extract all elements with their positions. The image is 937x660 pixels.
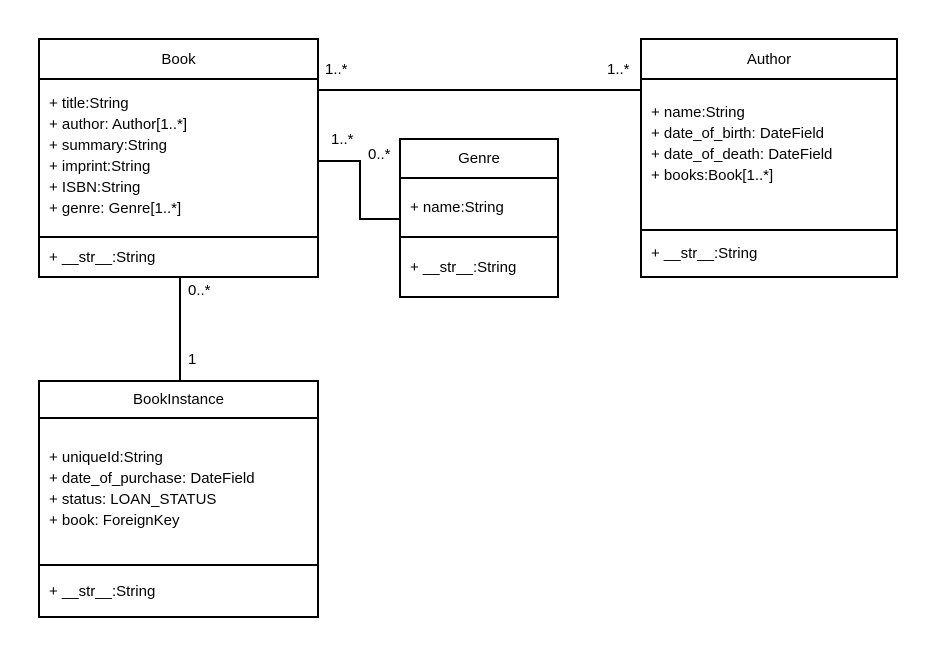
class-title-author: Author: [642, 40, 896, 80]
multiplicity-book-genre-genre-end: 0..*: [368, 146, 391, 163]
edge-book-author: [319, 89, 640, 91]
class-member: + __str__:String: [651, 245, 758, 262]
class-title-book: Book: [40, 40, 317, 80]
class-title-genre: Genre: [401, 140, 557, 179]
class-member: + summary:String: [49, 137, 167, 154]
edge-book-genre-segment-3: [359, 218, 399, 220]
class-member: + name:String: [410, 199, 504, 216]
class-methods-bookinstance: + __str__:String: [40, 564, 317, 616]
class-member: + __str__:String: [410, 258, 517, 276]
edge-book-genre-segment-1: [319, 160, 361, 162]
class-member: + author: Author[1..*]: [49, 116, 188, 133]
class-methods-author: + __str__:String: [642, 229, 896, 276]
edge-book-bookinstance: [179, 276, 181, 380]
class-member: + imprint:String: [49, 158, 151, 175]
class-member: + __str__:String: [49, 248, 156, 266]
class-member: + uniqueId:String: [49, 449, 163, 466]
class-member: + date_of_death: DateField: [651, 146, 833, 163]
multiplicity-book-author-book-end: 1..*: [325, 61, 348, 78]
class-member: + name:String: [651, 104, 745, 121]
class-member: + date_of_purchase: DateField: [49, 470, 255, 487]
multiplicity-book-bookinstance-instance-end: 1: [188, 351, 197, 368]
class-methods-genre: + __str__:String: [401, 236, 557, 296]
class-member: + status: LOAN_STATUS: [49, 491, 217, 508]
class-member: + __str__:String: [49, 582, 156, 600]
class-member: + genre: Genre[1..*]: [49, 200, 182, 217]
class-member: + ISBN:String: [49, 179, 141, 196]
class-attributes-author: + name:String + date_of_birth: DateField +…: [642, 80, 896, 229]
multiplicity-book-author-author-end: 1..*: [607, 61, 630, 78]
edge-book-genre-segment-2: [359, 160, 361, 220]
class-attributes-book: + title:String + author: Author[1..*] + su…: [40, 80, 317, 236]
class-box-bookinstance[interactable]: BookInstance + uniqueId:String + date_of_…: [38, 380, 319, 618]
multiplicity-book-bookinstance-book-end: 0..*: [188, 282, 211, 299]
class-box-author[interactable]: Author + name:String + date_of_birth: Dat…: [640, 38, 898, 278]
class-member: + books:Book[1..*]: [651, 167, 774, 184]
class-member: + title:String: [49, 95, 129, 112]
class-member: + book: ForeignKey: [49, 512, 180, 529]
class-title-bookinstance: BookInstance: [40, 382, 317, 419]
class-attributes-bookinstance: + uniqueId:String + date_of_purchase: Dat…: [40, 419, 317, 564]
class-attributes-genre: + name:String: [401, 179, 557, 236]
class-member: + date_of_birth: DateField: [651, 125, 825, 142]
class-box-book[interactable]: Book + title:String + author: Author[1..*…: [38, 38, 319, 278]
multiplicity-book-genre-book-end: 1..*: [331, 131, 354, 148]
class-box-genre[interactable]: Genre + name:String + __str__:String: [399, 138, 559, 298]
class-methods-book: + __str__:String: [40, 236, 317, 276]
